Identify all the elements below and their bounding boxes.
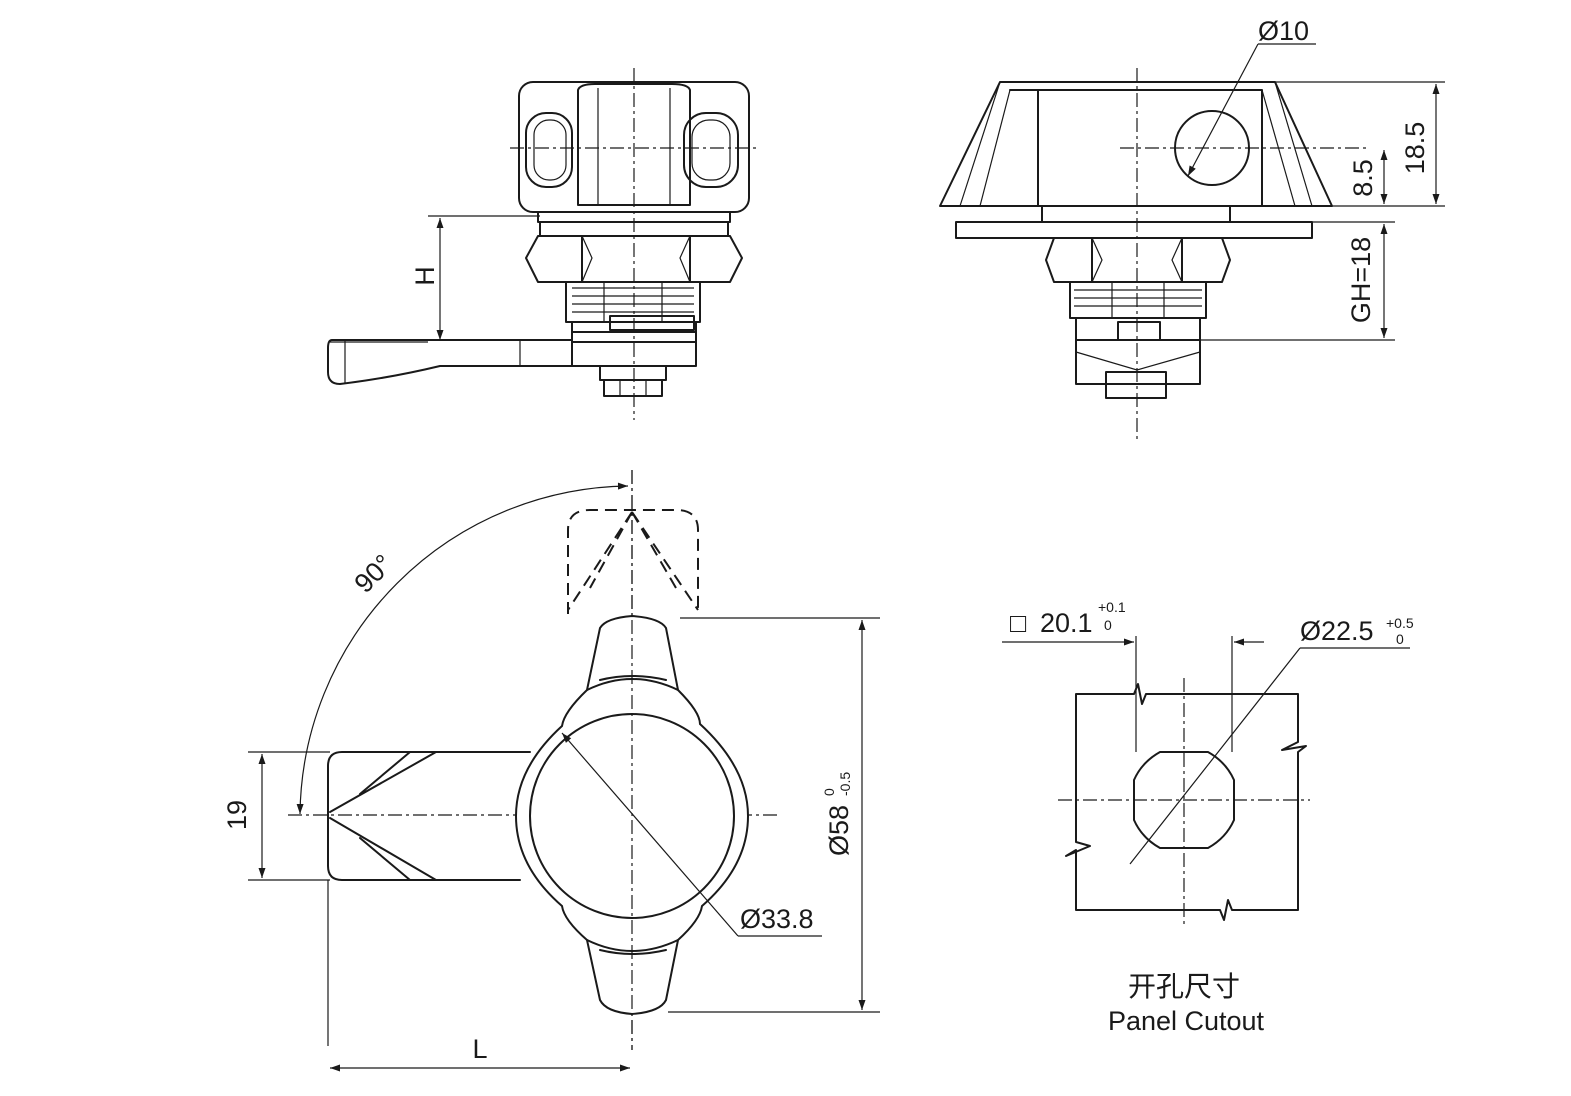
front-screw-slot [619,380,647,396]
front-screw-washer [599,365,667,381]
panel-outline [1065,683,1307,921]
square-tol-lower: 0 [1104,617,1112,633]
outer-dia-group: Ø58 0 -0.5 [821,772,854,856]
side-collar [1041,205,1231,223]
angle-label: 90° [349,549,399,599]
length-label: L [472,1034,487,1064]
cam-rotated-outline [567,509,699,614]
top-view: Ø33.8 Ø58 0 -0.5 19 90° L [222,470,880,1072]
caption-en: Panel Cutout [1108,1006,1265,1036]
side-nut-chamfers [1091,237,1183,283]
square-symbol: □ [1010,608,1027,638]
cam-rotated-edges [567,511,699,611]
dim-8-5-label: 8.5 [1348,159,1378,197]
front-hex-nut [525,235,743,283]
front-hole-right-inner [691,119,731,181]
hole-tol-upper: +0.5 [1386,615,1414,631]
front-grip-ribs [597,88,671,205]
side-view: Ø10 18.5 8.5 GH=18 [939,16,1445,440]
cutout-shape [1133,751,1235,849]
side-head-bevels [959,81,1313,207]
caption-cn: 开孔尺寸 [1128,970,1240,1003]
outer-dia-tol-upper: 0 [821,788,837,796]
dia10-label: Ø10 [1258,16,1309,46]
side-screw-head [1105,371,1167,399]
side-head-outline [939,81,1333,207]
front-hole-left-inner [533,119,567,181]
side-nut-edges [1091,237,1183,283]
front-nut-chamfers [581,235,691,283]
inner-dia-label: Ø33.8 [740,904,814,934]
front-cam-edges [344,340,521,384]
dia225-leader [1129,647,1301,865]
dim-19-label: 19 [222,800,252,830]
side-hex-nut [1045,237,1231,283]
front-cam [327,339,573,385]
side-key [1117,321,1161,341]
angle-arc [296,482,629,815]
hole-tol-lower: 0 [1396,631,1404,647]
front-screw-head [603,379,663,397]
cam-body [327,751,531,881]
front-hole-left [525,112,573,188]
hole-dia-label: Ø22.5 [1300,616,1374,646]
square-tol-upper: +0.1 [1098,599,1126,615]
square-size-label: 20.1 [1040,608,1093,638]
front-thread-lines [572,282,694,322]
side-panel [955,221,1313,239]
side-cam-vee [1075,351,1201,371]
height-label: H [410,266,440,286]
side-thread-lines [1074,282,1202,318]
dim-18-5-label: 18.5 [1400,122,1430,175]
side-cam [1075,339,1201,385]
front-hole-right [683,112,739,188]
grip-height-label: GH=18 [1346,237,1376,323]
front-view: H [327,68,760,420]
outer-dia-label: Ø58 [824,805,854,856]
dia10-leader [1187,43,1259,177]
front-grip-face [577,83,691,206]
outer-dia-tol-lower: -0.5 [837,772,853,796]
front-spindle-key [609,315,695,331]
side-cross-hole [1174,110,1250,186]
cam-bevel-lines [329,751,437,881]
side-thread [1069,281,1207,319]
panel-cutout-view: □ 20.1 +0.1 0 Ø22.5 +0.5 0 开孔尺寸 Panel Cu… [1002,599,1414,1036]
